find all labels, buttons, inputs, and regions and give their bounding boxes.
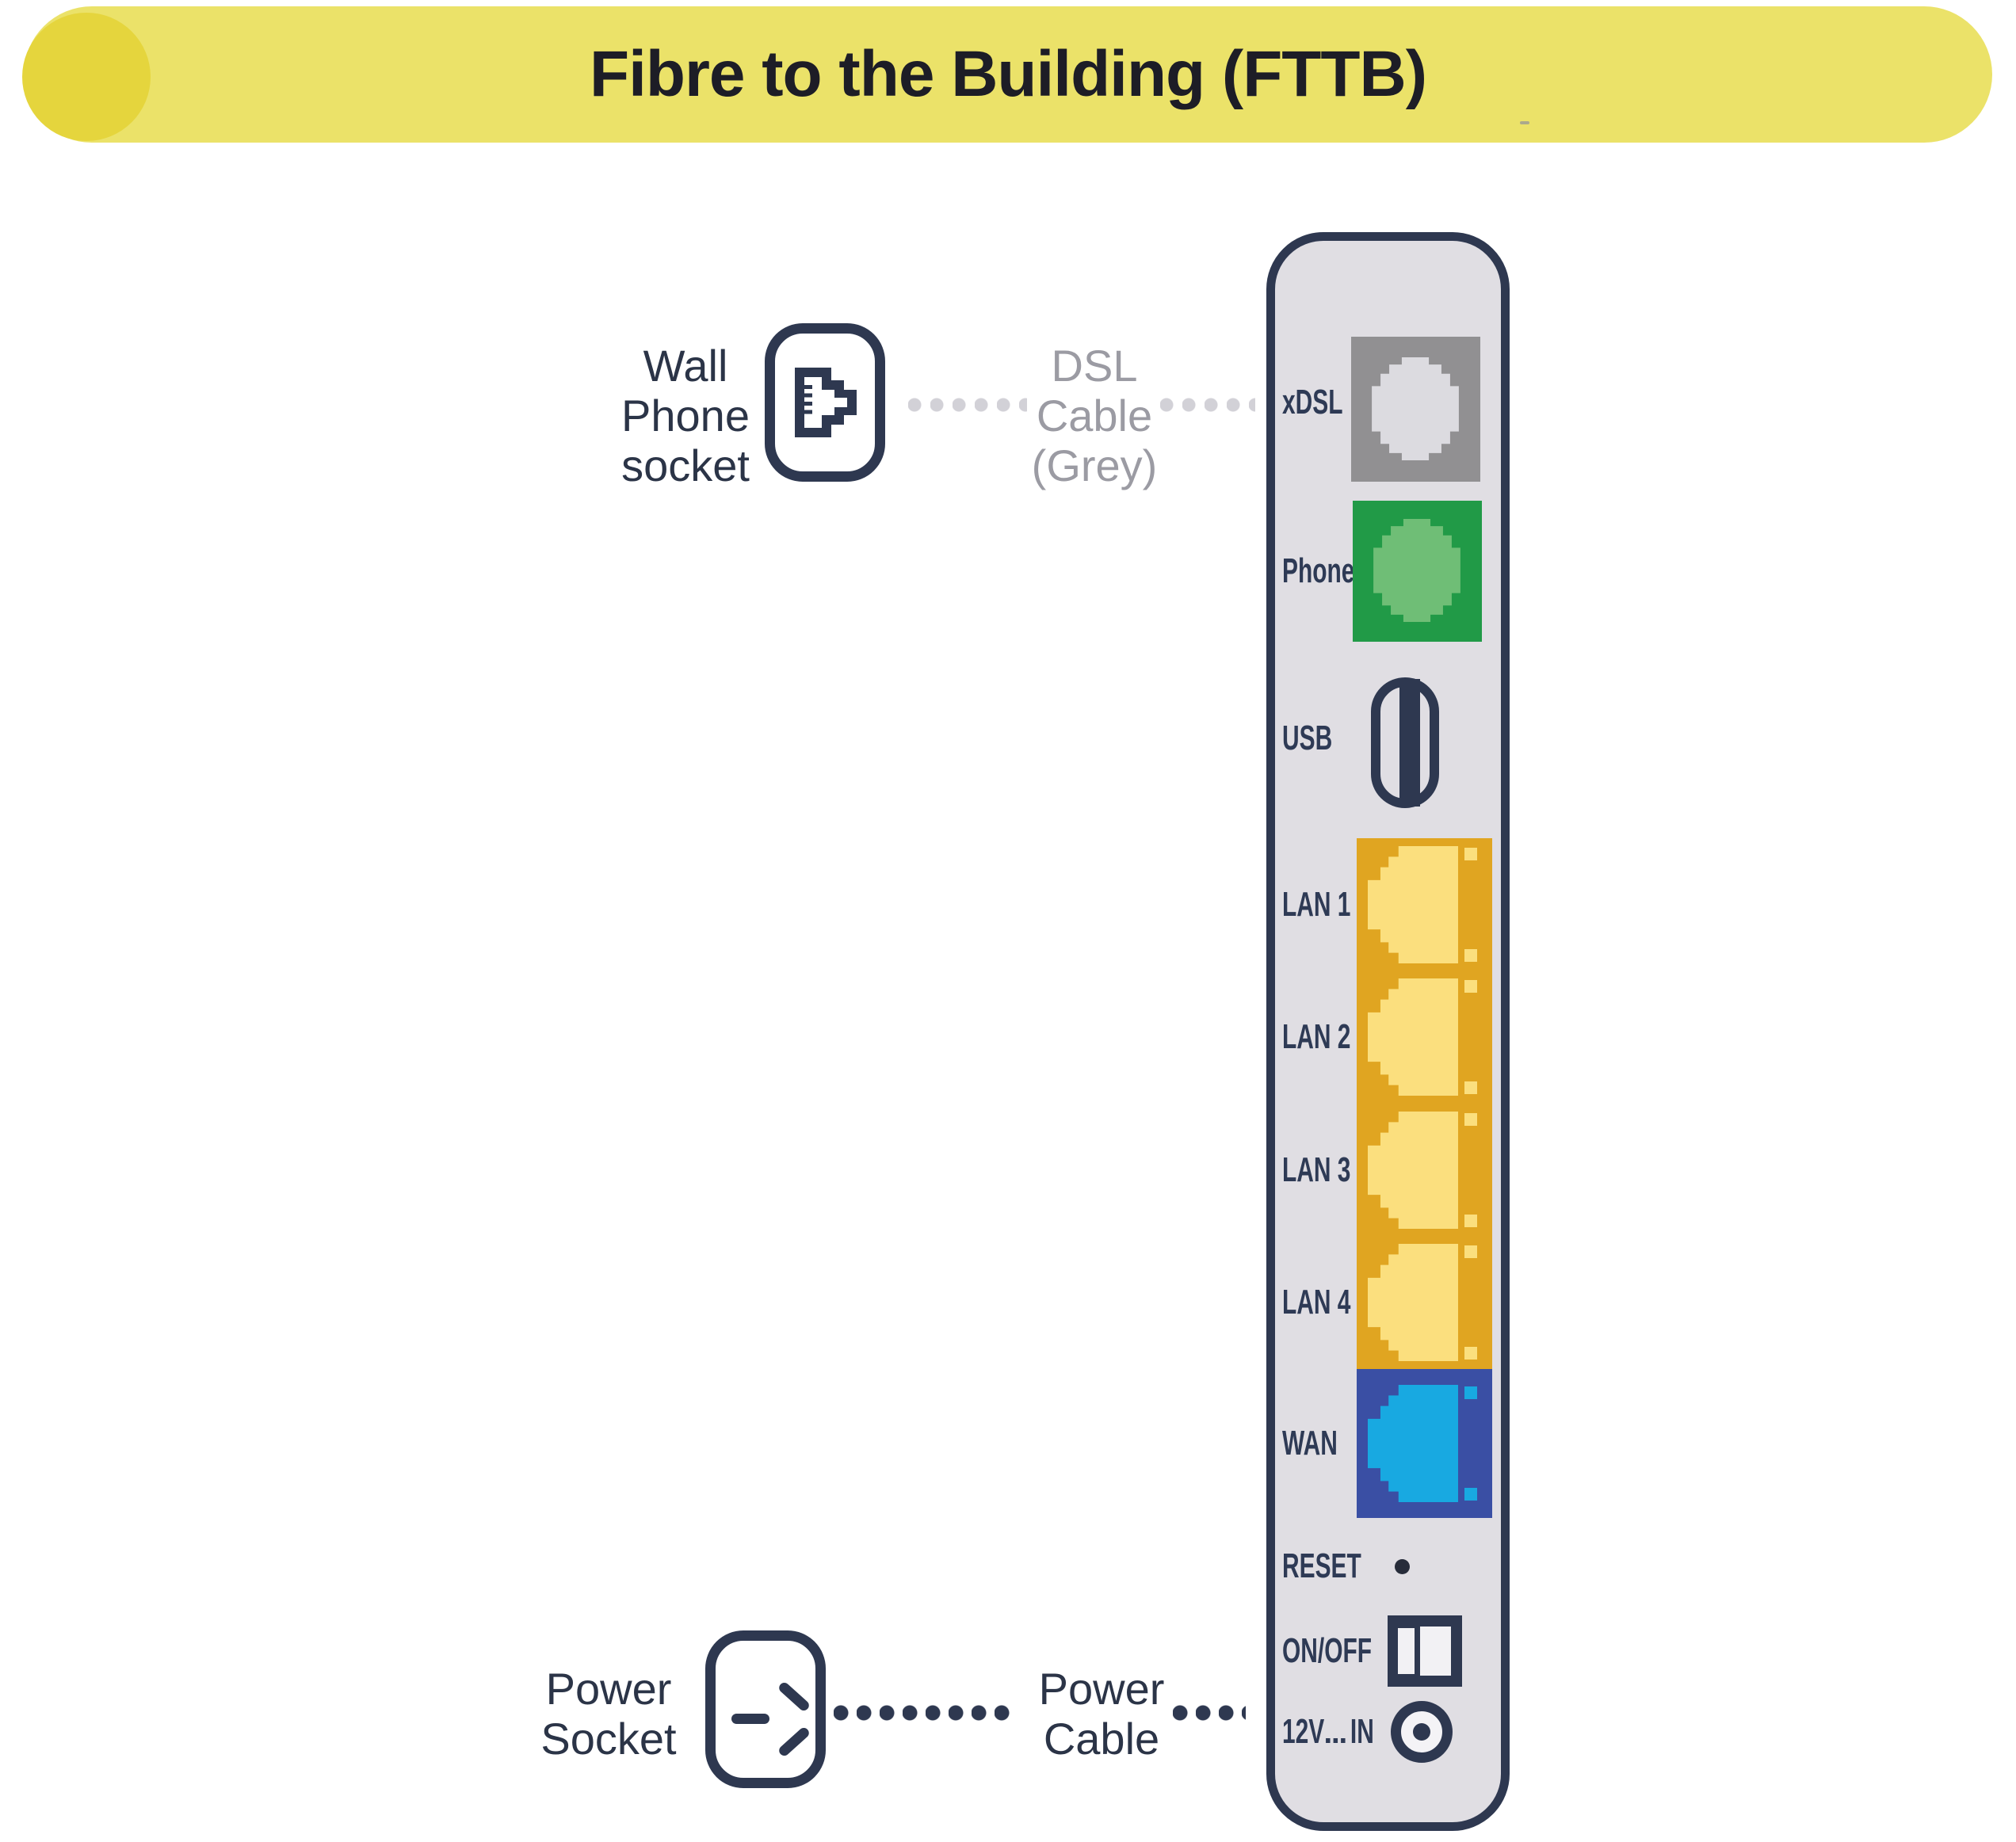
power-cable-label: Power Cable (1039, 1664, 1165, 1764)
lan4-port-label: LAN 4 (1282, 1283, 1351, 1321)
wall-phone-socket-label-line3: socket (621, 440, 750, 490)
dsl-cable-dots-left (908, 397, 1027, 413)
dsl-cable-label-line2: Cable (1036, 391, 1153, 440)
dsl-cable-label-line3: (Grey) (1031, 440, 1158, 490)
power-socket-label: Power Socket (540, 1664, 676, 1764)
dc-symbol-icon (1326, 1735, 1349, 1743)
wan-port-label: WAN (1282, 1424, 1338, 1463)
power-socket-label-line1: Power (545, 1664, 672, 1714)
banner-artifact-dash (1520, 121, 1529, 124)
usb-port-icon (1371, 677, 1439, 808)
dc-power-inlet (1391, 1701, 1453, 1763)
rj45-socket-icon (1368, 1244, 1483, 1361)
title-banner: Fibre to the Building (FTTB) (22, 6, 1992, 143)
power-cable-dots-left (834, 1705, 1016, 1721)
rj45-socket-icon (1368, 978, 1483, 1096)
dsl-cable-label-line1: DSL (1051, 341, 1138, 391)
rj45-socket-icon (1368, 1112, 1483, 1229)
reset-label: RESET (1282, 1546, 1361, 1585)
power-pin-icon (777, 1726, 811, 1758)
banner-accent-circle (22, 13, 151, 141)
wall-phone-socket-label: Wall Phone socket (621, 341, 750, 490)
rj11-socket-icon (1373, 519, 1460, 622)
usb-port-bar (1399, 679, 1420, 807)
power-cable-label-line1: Power (1038, 1664, 1165, 1714)
power-pin-icon (731, 1714, 769, 1724)
dsl-cable-label: DSL Cable (Grey) (1032, 341, 1158, 490)
lan3-port-label: LAN 3 (1282, 1150, 1351, 1189)
power-socket (705, 1630, 826, 1788)
rj11-socket-icon (1372, 357, 1459, 460)
phone-port-label: Phone (1282, 551, 1355, 590)
lan2-port-label: LAN 2 (1282, 1017, 1351, 1056)
power-pin-icon (777, 1680, 811, 1713)
power-cable-dots-right (1173, 1705, 1246, 1721)
lan1-port-label: LAN 1 (1282, 885, 1351, 924)
rj45-socket-icon (1368, 1385, 1483, 1502)
xdsl-port-label: xDSL (1282, 383, 1343, 421)
wall-phone-socket-label-line2: Phone (621, 391, 750, 440)
power-switch (1388, 1615, 1462, 1687)
power-socket-label-line2: Socket (540, 1714, 677, 1764)
wall-phone-socket (765, 323, 885, 482)
reset-hole (1395, 1559, 1410, 1574)
phone-port (1353, 501, 1482, 642)
wall-phone-socket-label-line1: Wall (643, 341, 728, 391)
rj11-jack-icon (795, 368, 857, 437)
power-cable-label-line2: Cable (1043, 1714, 1160, 1764)
rj45-socket-icon (1368, 846, 1483, 963)
page-title: Fibre to the Building (FTTB) (589, 38, 1427, 110)
usb-port-label: USB (1282, 719, 1333, 757)
onoff-label: ON/OFF (1282, 1631, 1373, 1670)
xdsl-port (1351, 337, 1480, 482)
dsl-cable-dots-right (1160, 397, 1255, 413)
